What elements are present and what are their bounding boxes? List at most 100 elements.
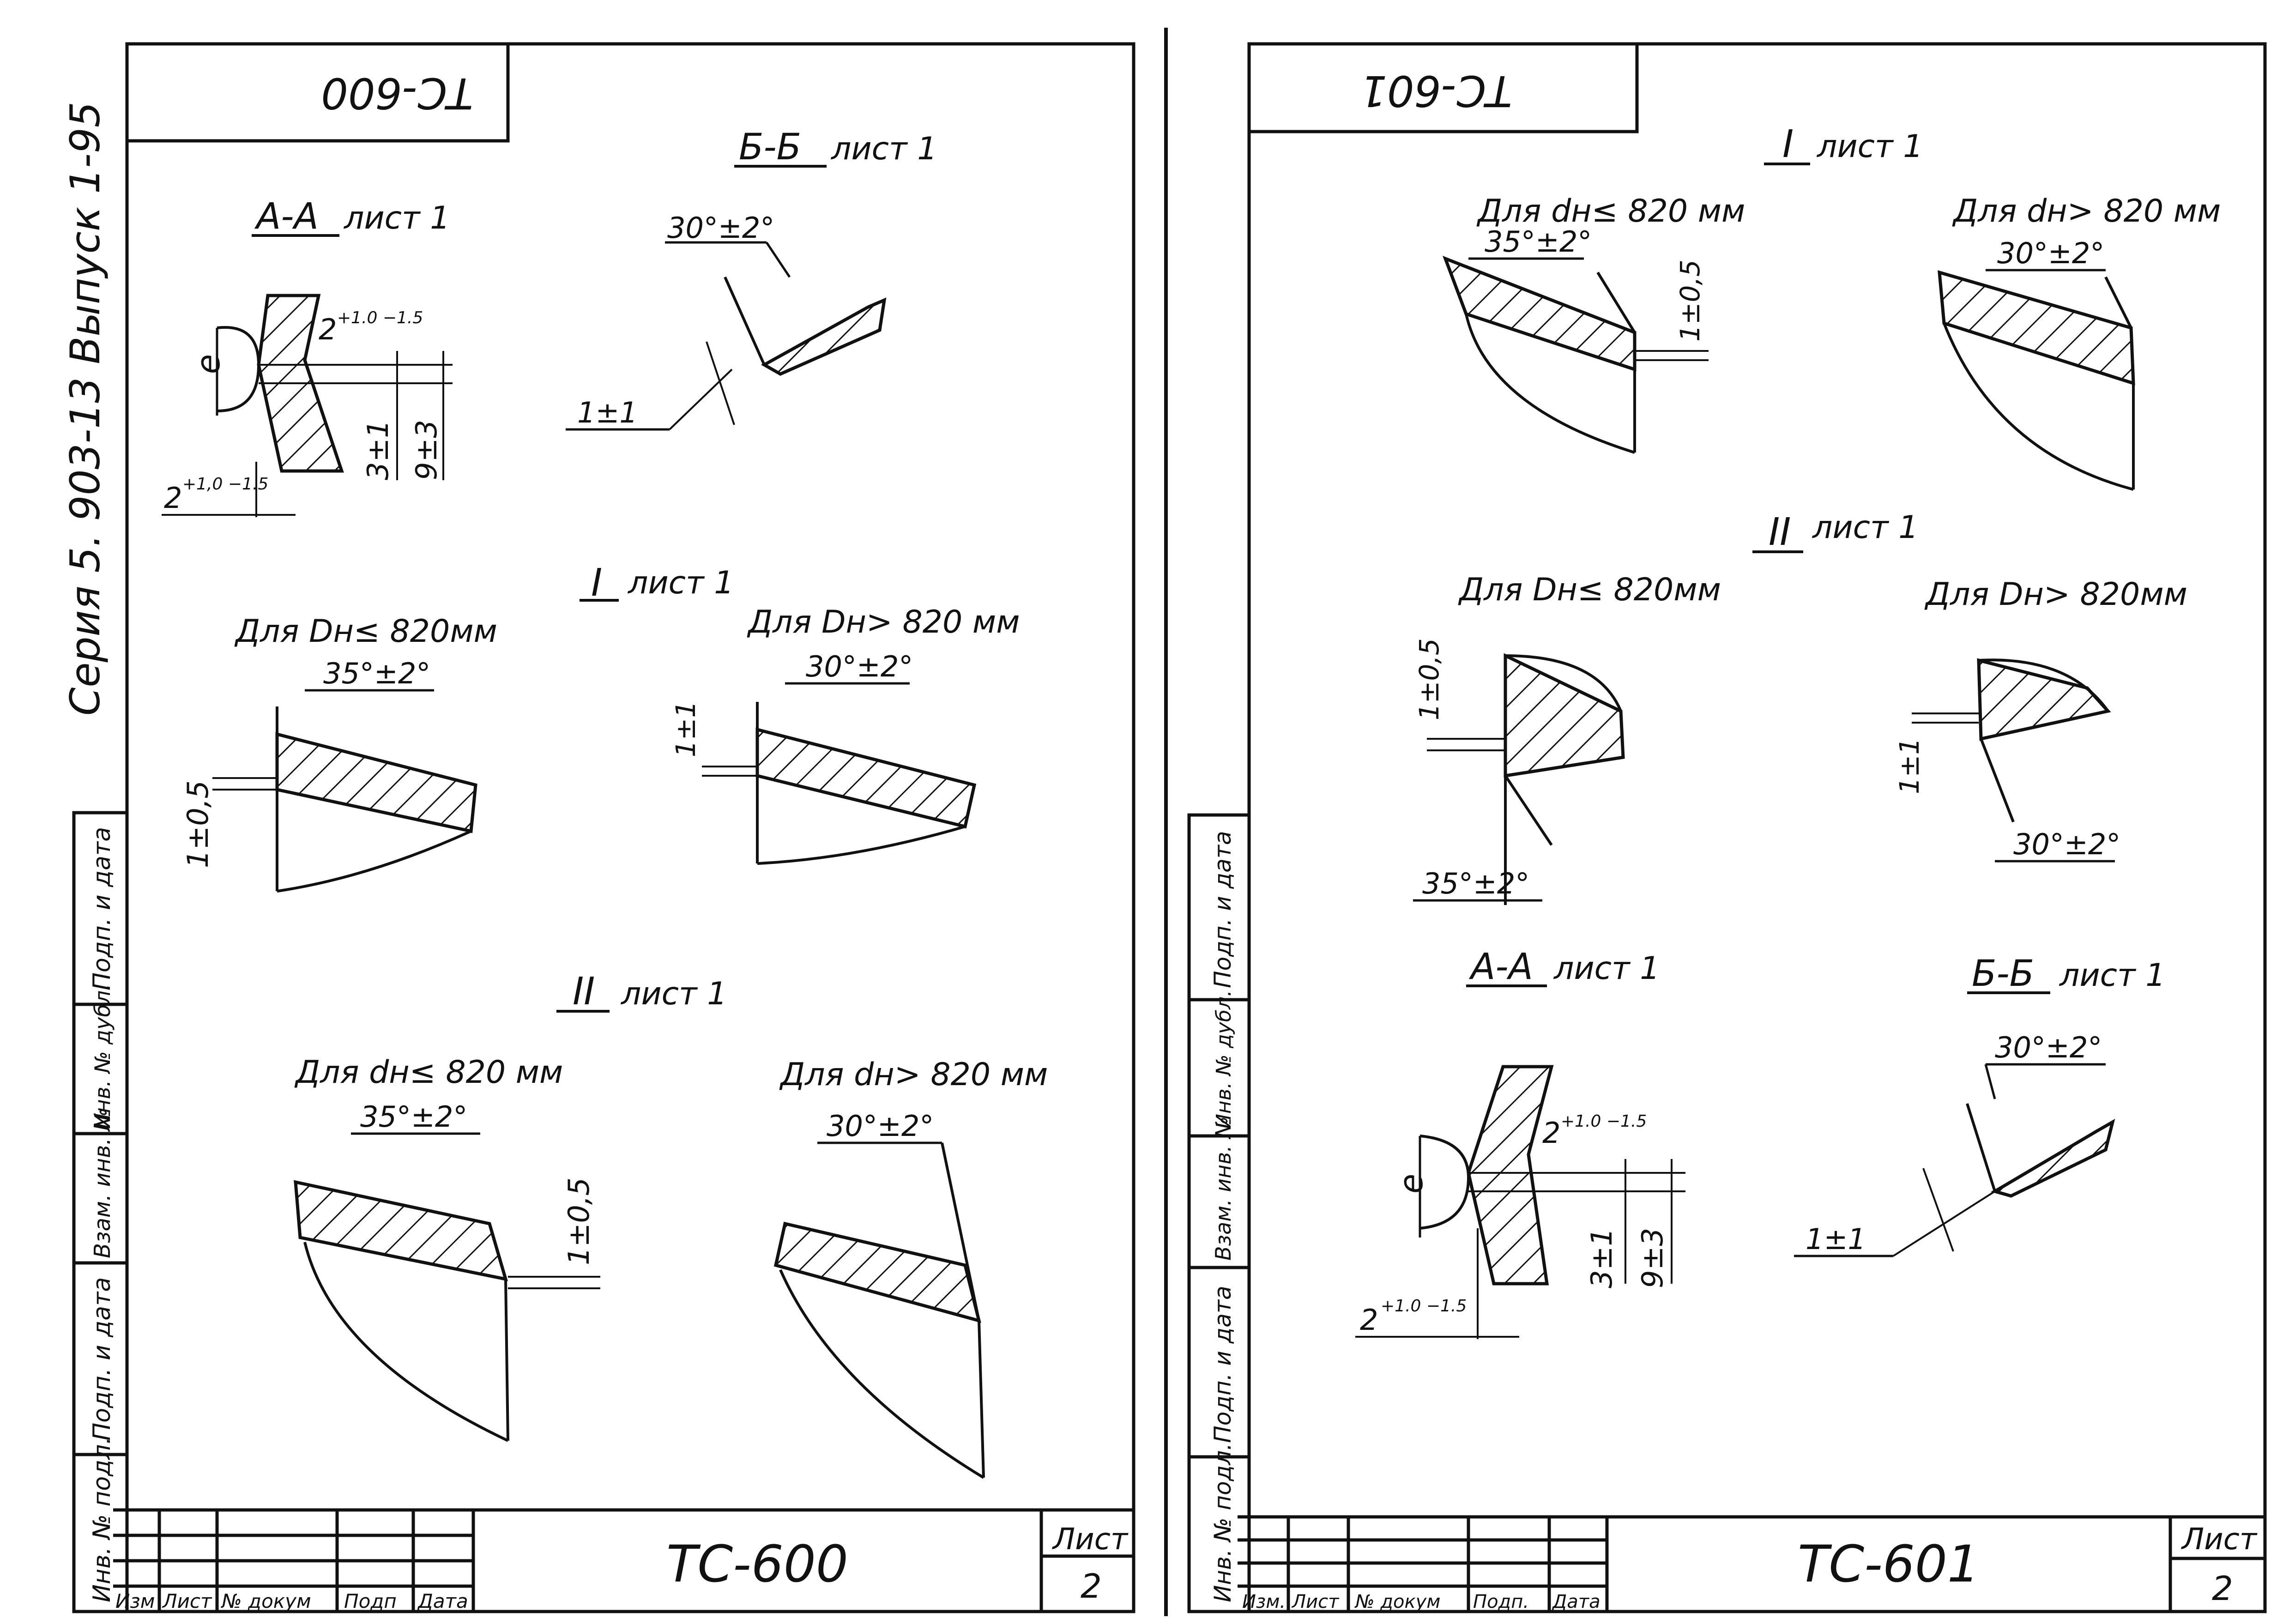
svg-text:лист 1: лист 1	[830, 131, 937, 167]
svg-text:35°±2°: 35°±2°	[1422, 867, 1529, 900]
svg-text:лист 1: лист 1	[2059, 957, 2166, 994]
svg-text:1±1: 1±1	[670, 701, 701, 757]
svg-text:Лист: Лист	[1291, 1591, 1340, 1612]
svg-text:3±1: 3±1	[361, 420, 395, 480]
left-sheet-number: 2	[1081, 1567, 1102, 1606]
svg-text:лист 1: лист 1	[627, 565, 734, 601]
svg-text:1±1: 1±1	[577, 396, 638, 429]
svg-text:+1.0 −1.5: +1.0 −1.5	[1561, 1112, 1647, 1131]
svg-text:Для Dн> 820мм: Для Dн> 820мм	[1924, 576, 2187, 613]
right-sheet-label: Лист	[2181, 1522, 2258, 1557]
left-bb-detail: Б-Б лист 1 30°±2° 1±1	[566, 127, 937, 431]
svg-text:9±3: 9±3	[1636, 1228, 1669, 1288]
left-side-stamp-labels: Инв. № подл. Подп. и дата Взам. инв. № И…	[88, 827, 116, 1602]
svg-text:Б-Б: Б-Б	[739, 127, 801, 168]
svg-text:II: II	[1769, 510, 1791, 554]
svg-text:1±0,5: 1±0,5	[1674, 260, 1706, 342]
svg-text:лист 1: лист 1	[343, 200, 450, 236]
svg-text:Подп. и дата: Подп. и дата	[1209, 1286, 1236, 1443]
svg-text:II: II	[573, 970, 595, 1014]
svg-text:I: I	[1782, 122, 1794, 166]
svg-text:Для dн> 820 мм: Для dн> 820 мм	[1952, 193, 2221, 229]
left-i-detail: I лист 1 Для Dн≤ 820мм 35°±2° 1±0,5 Для …	[181, 561, 1020, 893]
svg-text:Инв. № дубл.: Инв. № дубл.	[1212, 990, 1236, 1129]
svg-text:Для Dн≤ 820мм: Для Dн≤ 820мм	[234, 613, 497, 650]
svg-text:Инв. № подл.: Инв. № подл.	[1209, 1443, 1236, 1602]
svg-text:№ докум: № докум	[221, 1590, 311, 1612]
svg-text:Подп.: Подп.	[1473, 1591, 1529, 1612]
right-corner-code: ТС-601	[1360, 66, 1512, 115]
svg-text:I: I	[591, 561, 602, 605]
svg-text:2: 2	[164, 481, 182, 515]
svg-text:30°±2°: 30°±2°	[827, 1109, 934, 1143]
left-title-block-labels: Изм Лист № докум Подп Дата	[115, 1590, 468, 1612]
svg-text:Дата: Дата	[1552, 1591, 1600, 1612]
svg-text:2: 2	[319, 313, 337, 346]
left-ii-detail: II лист 1 Для dн≤ 820 мм 35°±2° 1±0,5 Дл…	[294, 970, 1048, 1479]
right-title-code: ТС-601	[1798, 1534, 1980, 1594]
left-sheet-label: Лист	[1052, 1522, 1129, 1557]
svg-text:2: 2	[1542, 1116, 1560, 1150]
svg-text:35°±2°: 35°±2°	[1485, 225, 1592, 259]
svg-text:Для dн> 820 мм: Для dн> 820 мм	[779, 1057, 1048, 1093]
svg-text:1±0,5: 1±0,5	[181, 780, 215, 868]
svg-text:30°±2°: 30°±2°	[1995, 1031, 2102, 1064]
left-aa-detail: А-А лист 1 е 2 +1.0 −1.5 3±1 9±3 2 +1,0 …	[162, 196, 453, 517]
svg-text:2: 2	[1360, 1303, 1378, 1337]
svg-text:Для Dн≤ 820мм: Для Dн≤ 820мм	[1458, 572, 1721, 608]
svg-text:№ докум: № докум	[1354, 1591, 1440, 1612]
svg-text:лист 1: лист 1	[620, 976, 727, 1012]
svg-text:Подп. и дата: Подп. и дата	[88, 827, 116, 990]
svg-text:30°±2°: 30°±2°	[2013, 827, 2120, 861]
svg-text:А-А: А-А	[254, 196, 319, 237]
left-sheet	[72, 42, 1135, 1613]
svg-text:Взам. инв. №: Взам. инв. №	[1211, 1117, 1236, 1261]
svg-text:Подп: Подп	[344, 1590, 397, 1612]
right-corner-box	[1249, 44, 1639, 133]
svg-text:А-А: А-А	[1468, 946, 1533, 988]
svg-text:Инв. № дубл.: Инв. № дубл.	[90, 984, 115, 1129]
svg-text:30°±2°: 30°±2°	[667, 211, 774, 245]
svg-text:1±0,5: 1±0,5	[562, 1177, 596, 1265]
svg-text:Для Dн> 820 мм: Для Dн> 820 мм	[747, 604, 1020, 640]
left-side-stamp	[72, 811, 129, 1613]
svg-text:Подп. и дата: Подп. и дата	[1209, 831, 1236, 988]
right-ii-detail: II лист 1 Для Dн≤ 820мм 1±0,5 35°±2° Для…	[1413, 509, 2187, 905]
svg-text:1±1: 1±1	[1894, 738, 1925, 794]
svg-text:Б-Б: Б-Б	[1972, 953, 2034, 995]
right-side-stamp-labels: Инв. № подл. Подп. и дата Взам. инв. № И…	[1209, 831, 1236, 1602]
svg-text:Взам. инв. №: Взам. инв. №	[90, 1108, 115, 1258]
svg-text:+1.0 −1.5: +1.0 −1.5	[337, 308, 423, 327]
right-i-detail: I лист 1 Для dн≤ 820 мм 35°±2° 1±0,5 Для…	[1442, 122, 2221, 491]
right-aa-detail: А-А лист 1 е 2 +1.0 −1.5 3±1 9±3 2 +1.0 …	[1355, 946, 1685, 1339]
svg-text:Изм: Изм	[115, 1590, 155, 1612]
svg-text:9±3: 9±3	[410, 420, 443, 480]
right-sheet-number: 2	[2212, 1569, 2233, 1608]
svg-text:е: е	[1392, 1174, 1430, 1194]
svg-text:30°±2°: 30°±2°	[1997, 236, 2104, 270]
svg-text:Для dн≤ 820 мм: Для dн≤ 820 мм	[1476, 193, 1745, 229]
right-bb-detail: Б-Б лист 1 30°±2° 1±1	[1794, 953, 2166, 1257]
svg-text:Лист: Лист	[162, 1590, 212, 1612]
svg-text:е: е	[189, 354, 227, 374]
svg-text:Дата: Дата	[417, 1590, 468, 1612]
svg-text:+1,0 −1.5: +1,0 −1.5	[182, 475, 268, 494]
left-corner-code: ТС-600	[321, 68, 473, 118]
right-side-stamp	[1187, 813, 1251, 1613]
svg-text:Изм.: Изм.	[1242, 1591, 1286, 1612]
svg-text:Для dн≤ 820 мм: Для dн≤ 820 мм	[294, 1054, 563, 1091]
svg-text:лист 1: лист 1	[1553, 950, 1660, 987]
series-note: Серия 5. 903-13 Выпуск 1-95	[61, 102, 109, 716]
right-sheet	[1187, 42, 2267, 1613]
svg-text:1±0,5: 1±0,5	[1413, 638, 1445, 720]
svg-text:лист 1: лист 1	[1812, 509, 1919, 546]
svg-text:3±1: 3±1	[1585, 1228, 1619, 1288]
svg-text:30°±2°: 30°±2°	[806, 650, 913, 683]
svg-text:лист 1: лист 1	[1816, 128, 1923, 165]
svg-text:Подп. и дата: Подп. и дата	[88, 1277, 116, 1441]
left-title-code: ТС-600	[666, 1534, 848, 1594]
svg-text:1±1: 1±1	[1806, 1222, 1866, 1256]
svg-text:+1.0 −1.5: +1.0 −1.5	[1381, 1297, 1467, 1316]
left-corner-box	[127, 44, 510, 143]
